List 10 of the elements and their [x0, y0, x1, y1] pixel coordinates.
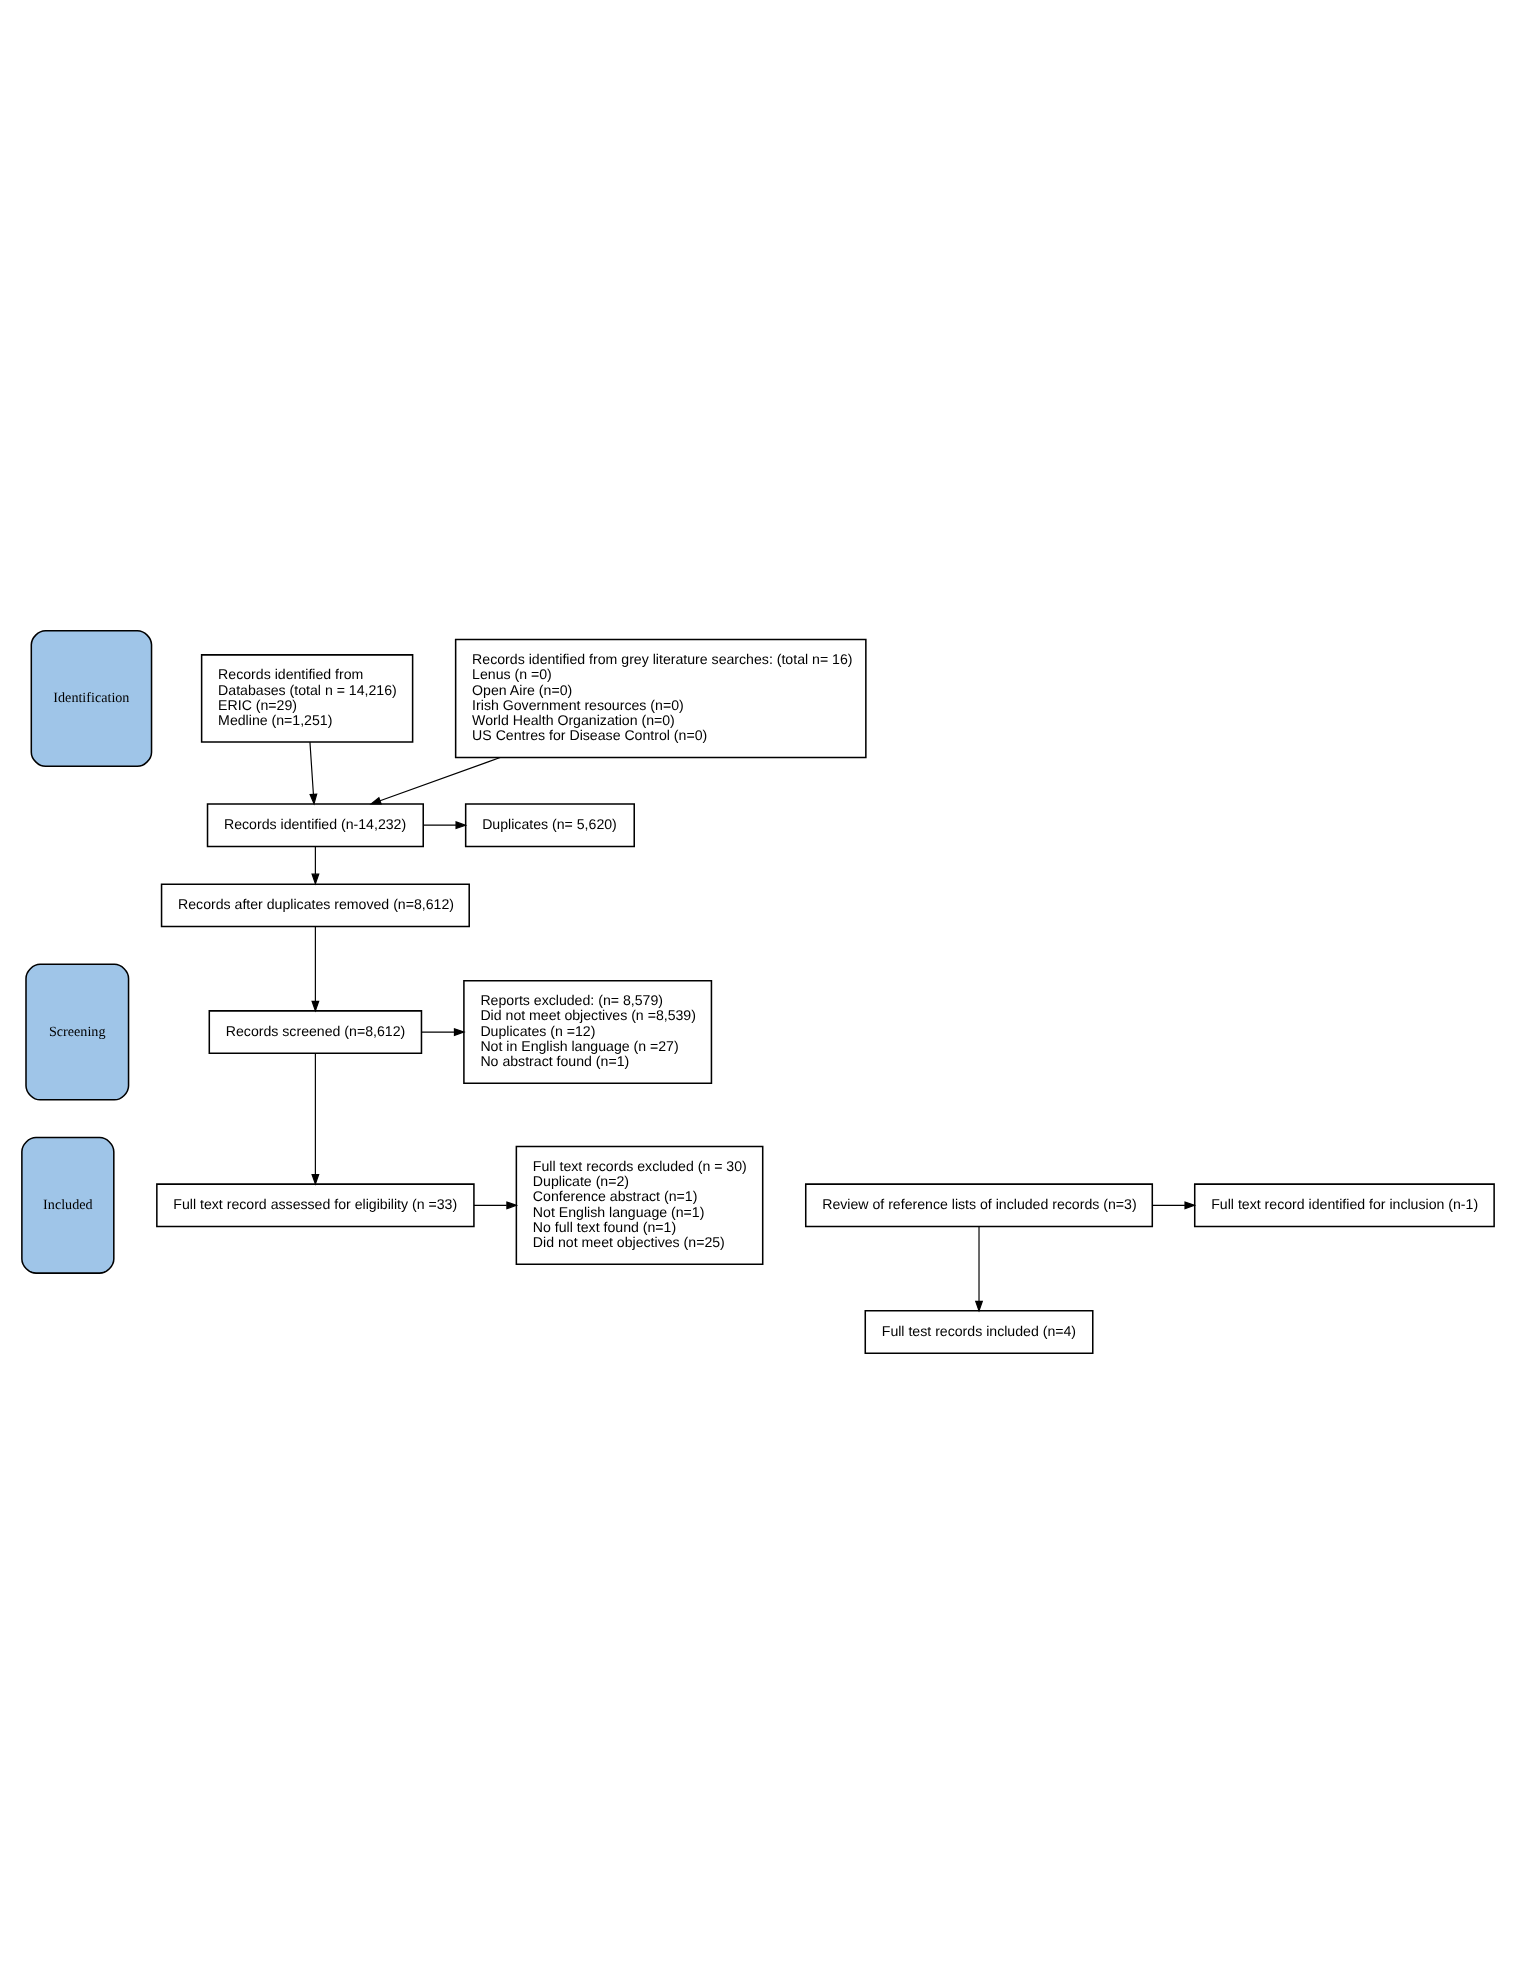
arrow — [422, 821, 468, 830]
arrow — [311, 1052, 320, 1186]
arrow — [421, 1027, 466, 1037]
arrow — [1151, 1201, 1197, 1210]
arrow — [311, 926, 320, 1013]
arrow — [369, 756, 501, 805]
arrow — [311, 846, 320, 886]
arrow — [309, 741, 318, 806]
arrow — [974, 1226, 984, 1313]
arrow — [473, 1201, 519, 1210]
